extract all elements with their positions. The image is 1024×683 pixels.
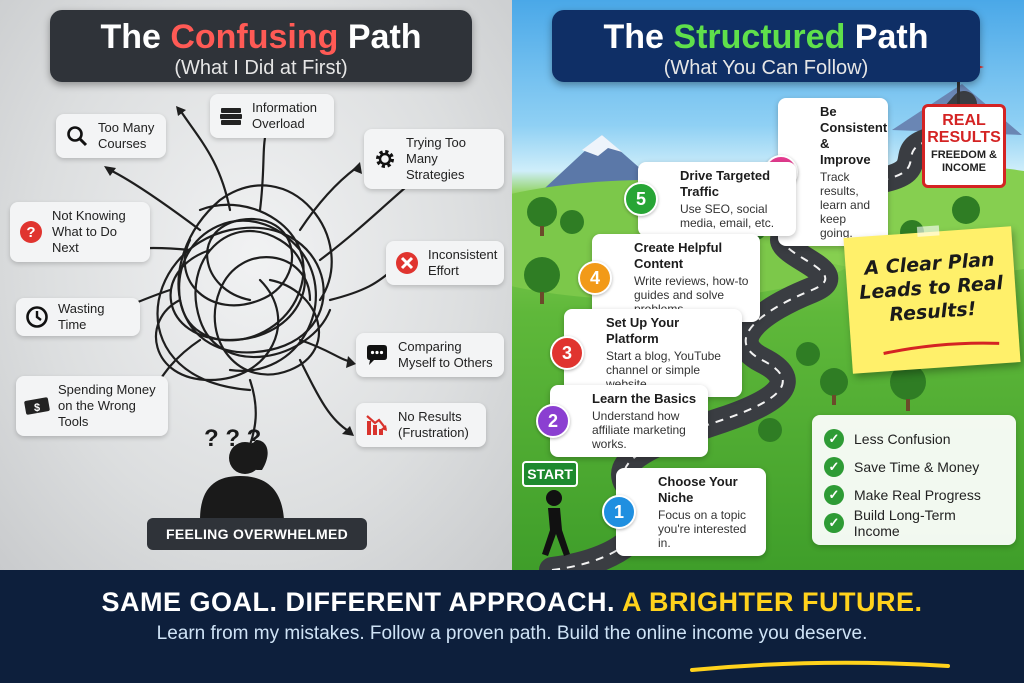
books-icon — [218, 103, 244, 129]
structured-path-title-box: The Structured Path (What You Can Follow… — [552, 10, 980, 82]
check-icon: ✓ — [824, 485, 844, 505]
chip-not-knowing-what-to-do: ? Not Knowing What to Do Next — [10, 202, 150, 262]
chip-comparing-myself: Comparing Myself to Others — [356, 333, 504, 377]
confused-person-illustration — [200, 440, 284, 520]
banner-subline: Learn from my mistakes. Follow a proven … — [156, 623, 868, 644]
confusing-path-panel: ? ? ? The Confusing Path (What I Did at … — [0, 0, 512, 570]
chip-information-overload: Information Overload — [210, 94, 334, 138]
check-icon: ✓ — [824, 457, 844, 477]
chat-icon — [364, 342, 390, 368]
benefit-item: ✓Save Time & Money — [824, 453, 1004, 481]
underline-stroke — [883, 341, 1000, 355]
step-number-badge: 1 — [602, 495, 636, 529]
real-results-sign: REAL RESULTS FREEDOM & INCOME — [922, 104, 1006, 188]
step-2: 2 Learn the Basics Understand how affili… — [536, 385, 708, 457]
svg-text:?: ? — [26, 224, 35, 241]
confusing-path-title: The Confusing Path — [100, 18, 422, 56]
gear-icon — [372, 146, 398, 172]
close-icon — [394, 250, 420, 276]
benefit-item: ✓Build Long-Term Income — [824, 507, 1004, 539]
money-icon: $ — [24, 393, 50, 419]
benefits-list: ✓Less Confusion ✓Save Time & Money ✓Make… — [812, 415, 1016, 545]
chip-spending-money: $ Spending Money on the Wrong Tools — [16, 376, 168, 436]
chip-no-results: No Results (Frustration) — [356, 403, 486, 447]
chip-too-many-courses: Too Many Courses — [56, 114, 166, 158]
banner-headline: SAME GOAL. DIFFERENT APPROACH. A BRIGHTE… — [101, 587, 923, 617]
step-4: 4 Create Helpful Content Write reviews, … — [578, 234, 760, 322]
step-5: 5 Drive Targeted Traffic Use SEO, social… — [624, 162, 796, 236]
benefit-item: ✓Less Confusion — [824, 425, 1004, 453]
step-number-badge: 3 — [550, 336, 584, 370]
clock-icon — [24, 304, 50, 330]
step-3: 3 Set Up Your Platform Start a blog, You… — [550, 309, 742, 397]
chip-inconsistent-effort: Inconsistent Effort — [386, 241, 504, 285]
feeling-overwhelmed-caption: FEELING OVERWHELMED — [147, 518, 367, 550]
bottom-banner: SAME GOAL. DIFFERENT APPROACH. A BRIGHTE… — [0, 570, 1024, 683]
benefit-item: ✓Make Real Progress — [824, 481, 1004, 509]
walking-person-illustration — [542, 490, 570, 556]
tangled-lines-illustration: ? ? ? — [94, 106, 416, 520]
chip-wasting-time: Wasting Time — [16, 298, 140, 336]
structured-path-subtitle: (What You Can Follow) — [663, 57, 869, 79]
check-icon: ✓ — [824, 513, 844, 533]
start-sign: START — [522, 461, 578, 487]
clear-plan-sticky-note: A Clear Plan Leads to Real Results! — [843, 225, 1021, 374]
check-icon: ✓ — [824, 429, 844, 449]
svg-text:$: $ — [34, 402, 40, 414]
yellow-brush-stroke — [690, 660, 950, 672]
chip-trying-too-many-strategies: Trying Too Many Strategies — [364, 129, 504, 189]
confusing-path-title-box: The Confusing Path (What I Did at First) — [50, 10, 472, 82]
structured-path-panel: The Structured Path (What You Can Follow… — [512, 0, 1024, 570]
chart-down-icon — [364, 412, 390, 438]
question-icon: ? — [18, 219, 44, 245]
step-number-badge: 4 — [578, 261, 612, 295]
step-number-badge: 2 — [536, 404, 570, 438]
structured-path-title: The Structured Path — [603, 18, 929, 56]
question-marks: ? ? ? — [204, 425, 261, 452]
step-number-badge: 5 — [624, 182, 658, 216]
search-icon — [64, 123, 90, 149]
confusing-path-subtitle: (What I Did at First) — [174, 57, 348, 79]
step-1: 1 Choose Your Niche Focus on a topic you… — [602, 468, 766, 556]
